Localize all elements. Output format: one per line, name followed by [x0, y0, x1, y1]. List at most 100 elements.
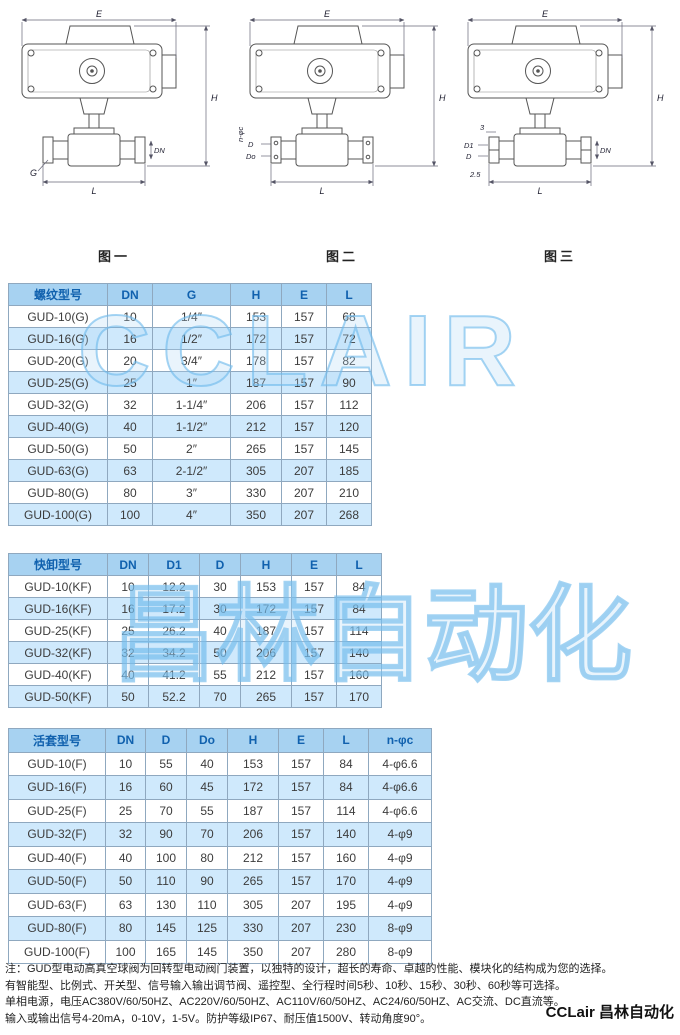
figure-3-caption: 图三 [543, 249, 576, 264]
spec-cell: 153 [227, 751, 279, 776]
spec-cell: 305 [227, 892, 279, 917]
spec-cell: 140 [323, 822, 369, 847]
spec-cell: GUD-50(F) [8, 869, 106, 894]
spec-cell: 157 [278, 845, 324, 870]
dim-label-d1: D1 [464, 141, 474, 150]
spec-cell: 4-φ9 [368, 845, 432, 870]
spec-cell: 20 [107, 349, 153, 372]
spec-cell: 4-φ9 [368, 822, 432, 847]
spec-cell: 114 [336, 619, 382, 642]
spec-cell: 70 [186, 822, 228, 847]
column-header: H [230, 283, 282, 306]
spec-cell: 1/2″ [152, 327, 231, 350]
spec-cell: 206 [240, 641, 292, 664]
spec-cell: 8-φ9 [368, 916, 432, 941]
column-header: n-φc [368, 728, 432, 753]
spec-cell: 145 [186, 939, 228, 964]
spec-cell: 206 [227, 822, 279, 847]
spec-cell: 32 [105, 822, 146, 847]
spec-cell: 25 [107, 619, 149, 642]
column-header: E [281, 283, 327, 306]
spec-cell: 1/4″ [152, 305, 231, 328]
spec-cell: 110 [186, 892, 228, 917]
spec-cell: 25 [105, 798, 146, 823]
spec-cell: 80 [186, 845, 228, 870]
spec-cell: 157 [278, 869, 324, 894]
note-line: 单相电源，电压AC380V/60/50HZ、AC220V/60/50HZ、AC1… [5, 996, 565, 1008]
spec-cell: GUD-10(F) [8, 751, 106, 776]
spec-cell: 145 [145, 916, 187, 941]
spec-cell: 172 [230, 327, 282, 350]
spec-cell: 45 [186, 775, 228, 800]
column-header: D1 [148, 553, 200, 576]
spec-cell: 212 [230, 415, 282, 438]
spec-cell: 170 [323, 869, 369, 894]
spec-cell: 172 [227, 775, 279, 800]
dim-label-3: 3 [480, 123, 485, 132]
spec-cell: 160 [323, 845, 369, 870]
spec-cell: 172 [240, 597, 292, 620]
column-header: 快卸型号 [8, 553, 108, 576]
spec-cell: GUD-100(F) [8, 939, 106, 964]
spec-cell: GUD-40(KF) [8, 663, 108, 686]
column-header: DN [107, 283, 153, 306]
spec-cell: 157 [281, 437, 327, 460]
spec-cell: 157 [278, 822, 324, 847]
spec-cell: 207 [278, 892, 324, 917]
spec-cell: 90 [326, 371, 372, 394]
spec-cell: GUD-50(G) [8, 437, 108, 460]
column-header: 螺纹型号 [8, 283, 108, 306]
spec-cell: 32 [107, 393, 153, 416]
spec-cell: 265 [230, 437, 282, 460]
spec-cell: 8-φ9 [368, 939, 432, 964]
spec-cell: 10 [105, 751, 146, 776]
spec-cell: 30 [199, 597, 241, 620]
spec-cell: GUD-16(KF) [8, 597, 108, 620]
dim-label-e: E [542, 9, 549, 19]
spec-cell: 157 [281, 327, 327, 350]
column-header: G [152, 283, 231, 306]
spec-cell: 10 [107, 575, 149, 598]
spec-cell: 52.2 [148, 685, 200, 708]
spec-cell: 206 [230, 393, 282, 416]
spec-cell: GUD-10(G) [8, 305, 108, 328]
note-line: 输入或输出信号4-20mA，0-10V，1-5V。防护等级IP67、耐压值150… [5, 1012, 432, 1025]
spec-cell: 268 [326, 503, 372, 526]
column-header: L [336, 553, 382, 576]
spec-cell: 4-φ6.6 [368, 798, 432, 823]
dim-label-h: H [657, 93, 664, 103]
spec-cell: 140 [336, 641, 382, 664]
spec-cell: 70 [199, 685, 241, 708]
spec-cell: 157 [281, 371, 327, 394]
spec-cell: 84 [336, 575, 382, 598]
spec-cell: GUD-16(F) [8, 775, 106, 800]
spec-cell: 187 [227, 798, 279, 823]
dimension-lines: E H L n-φc D Do [236, 9, 446, 196]
spec-cell: 112 [326, 393, 372, 416]
dim-label-h: H [211, 93, 218, 103]
note-line: 有智能型、比例式、开关型、信号输入输出调节阀、遥控型、全行程时间5秒、10秒、1… [5, 979, 567, 992]
spec-cell: 265 [227, 869, 279, 894]
figure-2-caption: 图二 [325, 249, 358, 264]
spec-cell: GUD-63(G) [8, 459, 108, 482]
spec-cell: 90 [186, 869, 228, 894]
dim-label-l: L [319, 186, 324, 196]
